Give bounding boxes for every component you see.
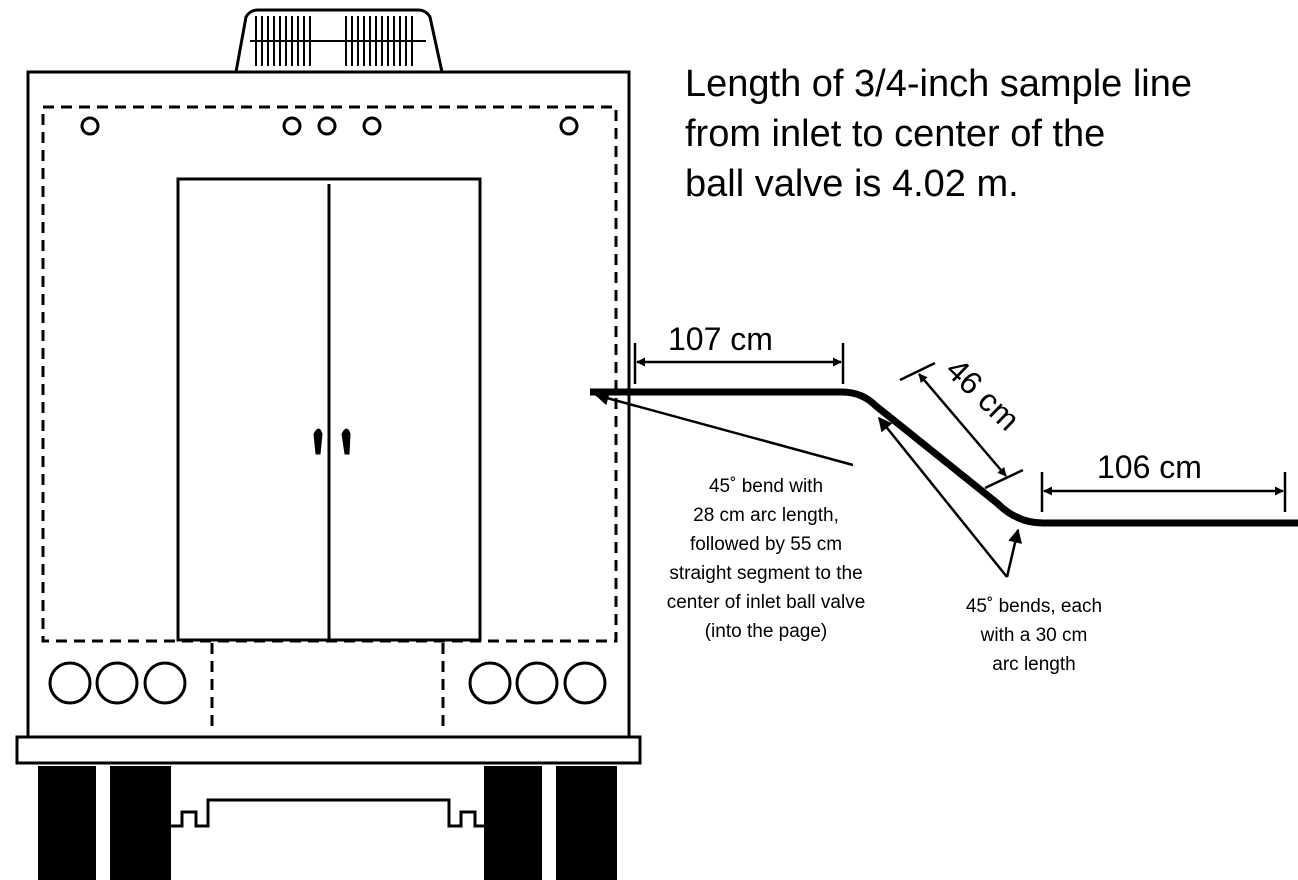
dimension-label-107: 107 cm (668, 321, 773, 357)
door-handle-right (341, 428, 351, 455)
middle-bends-callout-arrows (878, 416, 1022, 578)
axle-undercarriage (171, 798, 484, 828)
dimension-label-46: 46 cm (939, 351, 1027, 437)
inlet-bend-note-line-5: center of inlet ball valve (667, 592, 866, 613)
headline-line-1: Length of 3/4-inch sample line (685, 63, 1192, 105)
dimension-label-106: 106 cm (1097, 449, 1202, 485)
truck-rear-view (15, 8, 642, 880)
middle-bends-note-line-3: arc length (992, 654, 1075, 675)
dimension-46 (899, 361, 1024, 490)
rear-bumper (15, 735, 642, 765)
roof-vent-unit (234, 8, 444, 74)
inlet-bend-note-line-1: 45˚ bend with (709, 476, 823, 497)
inlet-bend-note-line-3: followed by 55 cm (690, 534, 842, 555)
wheels (38, 766, 617, 880)
dimension-106 (1040, 472, 1287, 512)
inlet-bend-note-line-2: 28 cm arc length, (693, 505, 839, 526)
middle-bends-note-line-2: with a 30 cm (980, 625, 1088, 646)
inlet-bend-note: 45˚ bend with 28 cm arc length, followed… (667, 476, 866, 642)
inlet-bend-note-line-4: straight segment to the (669, 563, 862, 584)
inlet-bend-note-line-6: (into the page) (705, 621, 828, 642)
dimension-107 (633, 343, 845, 384)
tail-lights-left (48, 661, 187, 705)
headline-line-3: ball valve is 4.02 m. (685, 163, 1019, 205)
tail-lights-right (468, 661, 607, 705)
middle-bends-note: 45˚ bends, each with a 30 cm arc length (966, 596, 1102, 675)
inlet-bend-callout-arrow (594, 391, 854, 467)
middle-bends-note-line-1: 45˚ bends, each (966, 596, 1102, 617)
marker-lights (80, 116, 579, 136)
door-handle-left (313, 428, 323, 455)
headline-line-2: from inlet to center of the (685, 113, 1105, 155)
